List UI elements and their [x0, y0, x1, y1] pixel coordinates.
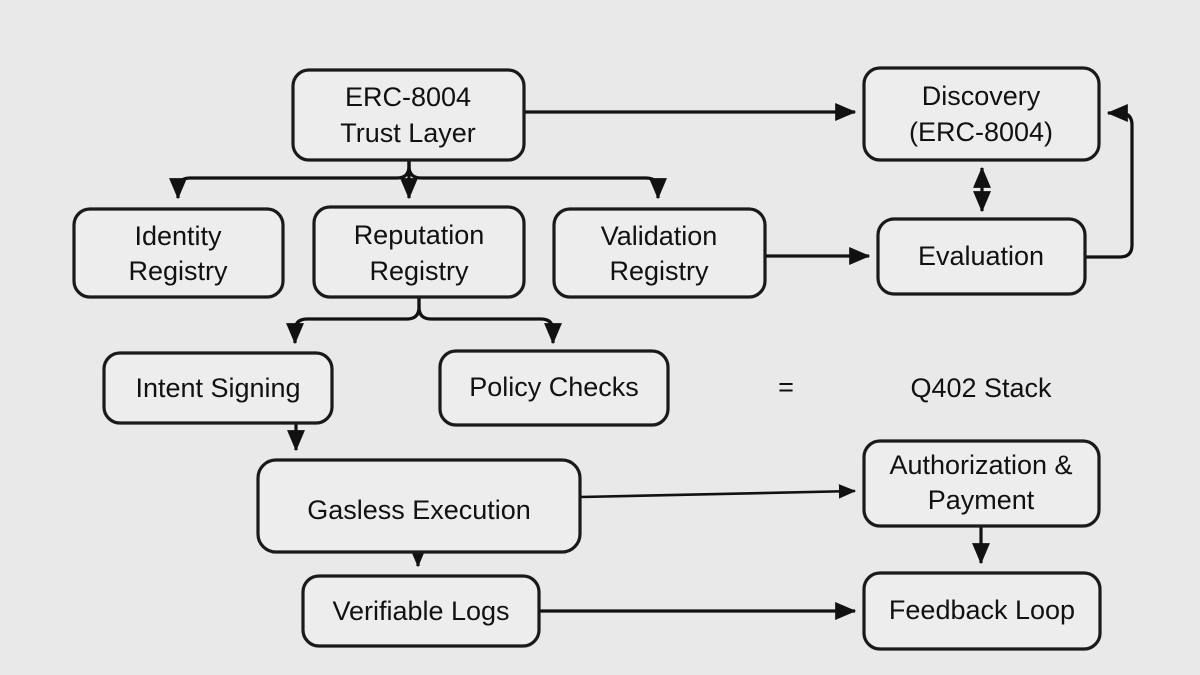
node-intent-signing[interactable]: Intent Signing [102, 351, 334, 425]
node-gasless-execution[interactable]: Gasless Execution [256, 458, 582, 554]
node-box-identity[interactable] [72, 207, 285, 299]
node-box-evaluation[interactable] [876, 217, 1087, 296]
node-verifiable-logs[interactable]: Verifiable Logs [301, 574, 541, 648]
node-box-intent[interactable] [102, 351, 334, 425]
node-reputation-registry[interactable]: Reputation Registry [312, 205, 526, 299]
node-label-verifiable: Verifiable Logs [332, 596, 509, 626]
node-box-validation[interactable] [552, 207, 767, 299]
edge-erc8004-to-validation [407, 160, 667, 200]
node-feedback-loop[interactable]: Feedback Loop [862, 571, 1102, 651]
equals-sign-label: = [778, 372, 794, 402]
node-label-identity-line1: Identity [134, 221, 222, 251]
node-label-validation-line1: Validation [601, 221, 718, 251]
node-validation-registry[interactable]: Validation Registry [552, 207, 767, 299]
edge-reputation-to-policy [417, 297, 562, 345]
node-label-feedback: Feedback Loop [889, 595, 1075, 625]
node-label-validation-line2: Registry [609, 256, 709, 286]
node-policy-checks[interactable]: Policy Checks [438, 349, 670, 427]
node-box-verifiable[interactable] [301, 574, 541, 648]
edge-evaluation-to-discovery-loop [1085, 104, 1134, 259]
node-label-reputation-line2: Registry [369, 256, 469, 286]
node-label-gasless: Gasless Execution [307, 495, 531, 525]
node-label-discovery-line1: Discovery [922, 81, 1041, 111]
node-label-discovery-line2: (ERC-8004) [909, 117, 1053, 147]
node-evaluation[interactable]: Evaluation [876, 217, 1087, 296]
node-box-authpay[interactable] [862, 439, 1101, 528]
node-box-reputation[interactable] [312, 205, 526, 299]
node-label-intent: Intent Signing [135, 373, 300, 403]
node-layer: ERC-8004 Trust Layer Discovery (ERC-8004… [72, 66, 1102, 651]
node-authorization-and-payment[interactable]: Authorization & Payment [862, 439, 1101, 528]
free-label-layer: = Q402 Stack [778, 372, 1052, 403]
edge-gasless-to-authpay [580, 484, 857, 499]
edge-reputation-to-intent [286, 297, 421, 345]
node-label-erc8004-line2: Trust Layer [340, 118, 476, 148]
node-label-erc8004-line1: ERC-8004 [345, 82, 471, 112]
node-box-erc8004[interactable] [291, 68, 526, 162]
node-box-policy[interactable] [438, 349, 670, 427]
node-label-reputation-line1: Reputation [354, 220, 485, 250]
node-label-evaluation: Evaluation [918, 241, 1044, 271]
node-label-authpay-line2: Payment [928, 485, 1035, 515]
node-erc-8004-trust-layer[interactable]: ERC-8004 Trust Layer [291, 68, 526, 162]
node-identity-registry[interactable]: Identity Registry [72, 207, 285, 299]
node-label-authpay-line1: Authorization & [889, 450, 1072, 480]
node-box-discovery[interactable] [862, 66, 1101, 162]
node-label-identity-line2: Registry [128, 256, 228, 286]
node-discovery[interactable]: Discovery (ERC-8004) [862, 66, 1101, 162]
edge-erc8004-to-identity [169, 160, 411, 200]
q402-stack-label: Q402 Stack [910, 373, 1052, 403]
node-label-policy: Policy Checks [469, 372, 639, 402]
node-box-feedback[interactable] [862, 571, 1102, 651]
node-box-gasless[interactable] [256, 458, 582, 554]
